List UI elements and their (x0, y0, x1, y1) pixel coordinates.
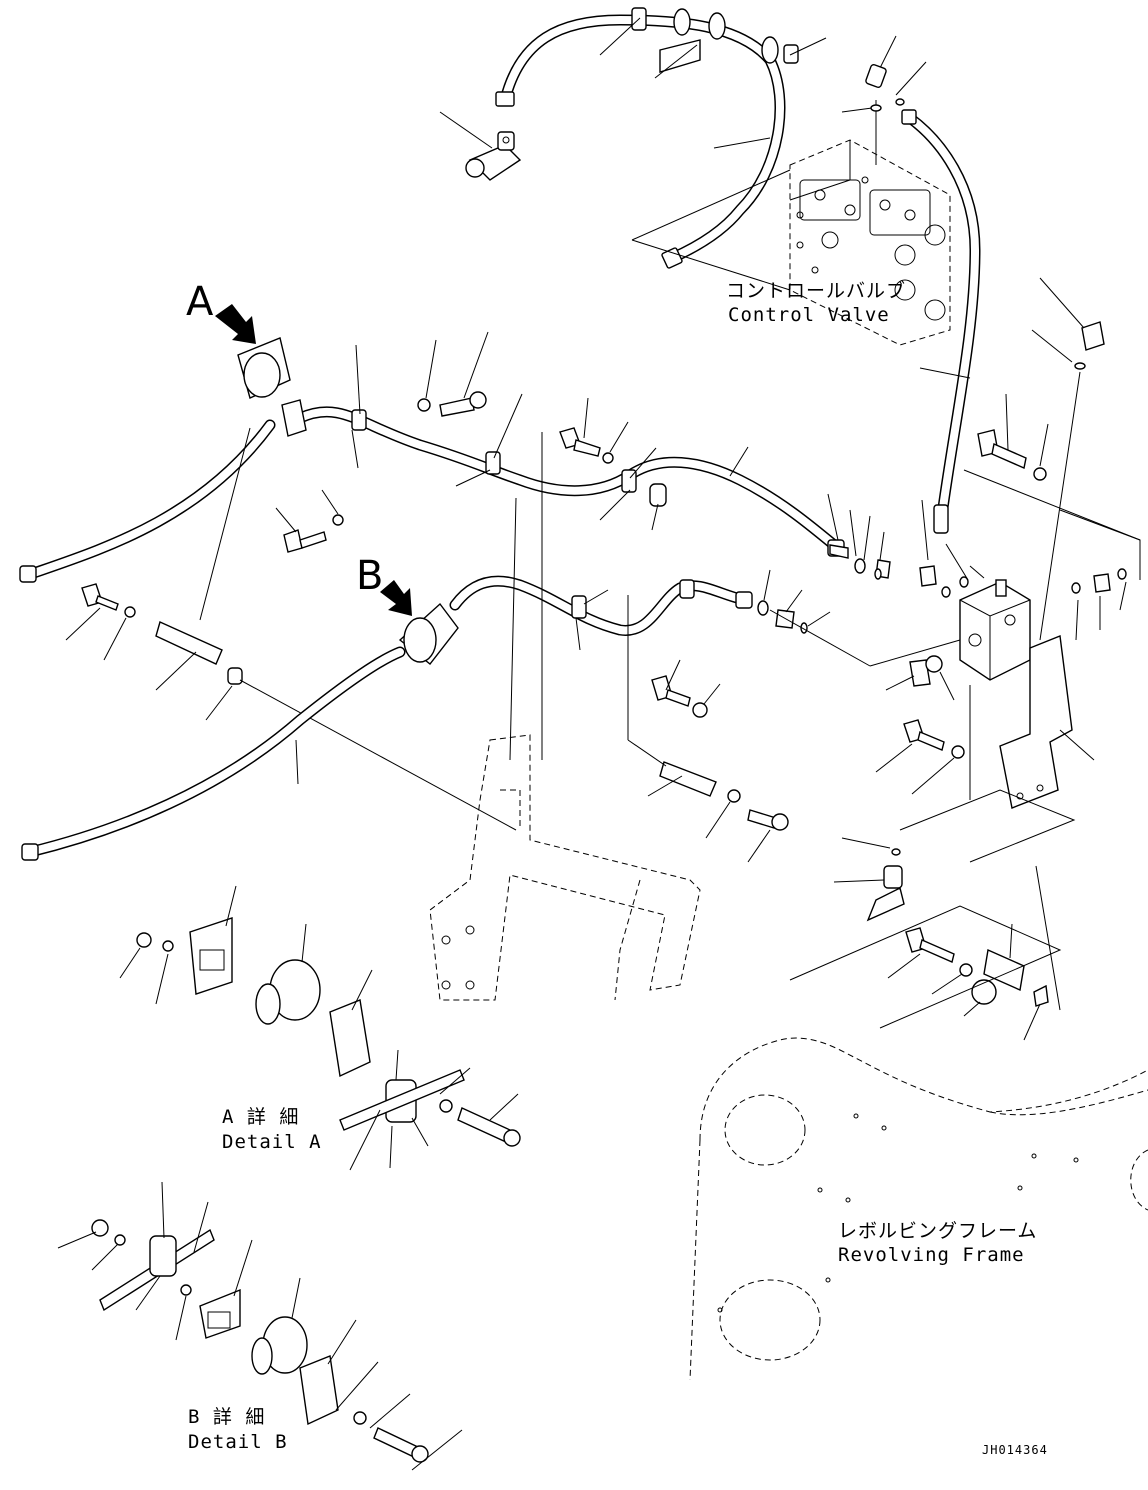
control-valve-label-en: Control Valve (728, 304, 890, 326)
callout-letter-b: B (356, 553, 384, 599)
revolving-frame-outline (689, 1037, 1148, 1381)
block-fasteners (977, 393, 1049, 481)
hose-a-bracket (65, 427, 517, 831)
detail-a-parts (119, 885, 521, 1171)
lower-right-bracket (789, 865, 1062, 1041)
plate-fasteners (875, 719, 965, 795)
callout-letter-a: A (186, 279, 214, 325)
plug-bolt-right (1031, 277, 1105, 641)
drawing-code: JH014364 (982, 1443, 1048, 1457)
hose-b-assembly (21, 569, 831, 861)
revolving-frame-label-jp: レボルビングフレーム (838, 1220, 1038, 1242)
arrow-b (380, 580, 412, 616)
mounting-plate (899, 635, 1095, 863)
pressure-switch (833, 837, 905, 922)
right-vertical-hose (901, 109, 981, 534)
arrow-a (215, 304, 256, 344)
leader-lines-upper (439, 17, 927, 149)
hose-b-bracket (627, 595, 789, 863)
valve-block (769, 469, 1141, 701)
detail-b-parts (57, 1181, 463, 1471)
upper-hose-assembly (495, 7, 799, 269)
swivel-fitting (465, 131, 522, 181)
support-frame (429, 432, 701, 1001)
revolving-frame-label-en: Revolving Frame (838, 1244, 1025, 1266)
hose-a-fasteners (275, 331, 891, 580)
control-valve (631, 64, 951, 346)
detail-b-label-jp: B 詳 細 (188, 1406, 266, 1428)
detail-b-label-en: Detail B (188, 1431, 288, 1453)
detail-a-label-en: Detail A (222, 1131, 322, 1153)
hose-a-assembly (19, 337, 846, 583)
detail-a-label-jp: A 詳 細 (222, 1106, 300, 1128)
control-valve-label-jp: コントロールバルブ (726, 280, 907, 302)
